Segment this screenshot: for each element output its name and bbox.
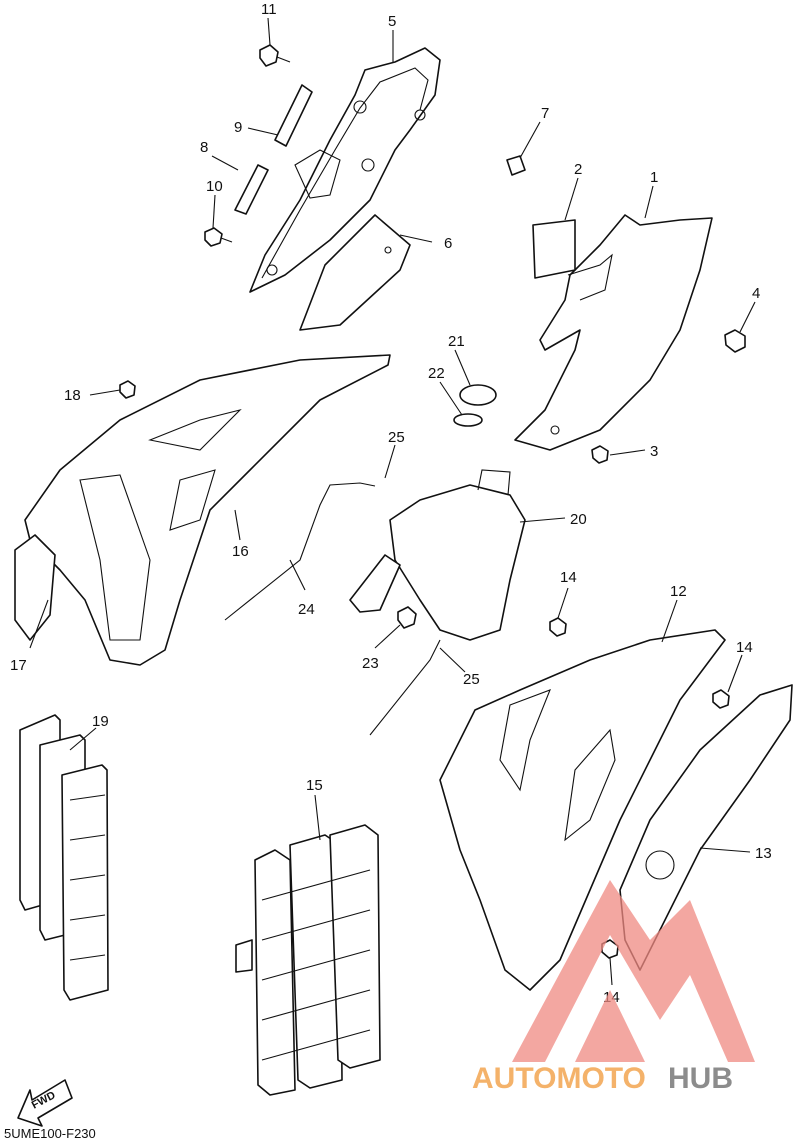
callout-23: 23 — [362, 655, 379, 672]
callout-14-a: 14 — [560, 569, 577, 586]
callout-18: 18 — [64, 387, 81, 404]
diagram-code: 5UME100-F230 — [4, 1126, 96, 1141]
part-1-hole — [550, 425, 560, 435]
part-10-bolt — [204, 227, 233, 247]
callout-3: 3 — [650, 443, 658, 460]
part-21-cap — [459, 384, 497, 406]
callout-20: 20 — [570, 511, 587, 528]
part-22-seal — [453, 413, 483, 427]
watermark-text-part2: HUB — [668, 1062, 733, 1095]
part-19-radiator-louver — [19, 714, 109, 1001]
part-7-grommet — [506, 155, 526, 176]
part-16-inner — [79, 474, 151, 641]
callout-12: 12 — [670, 583, 687, 600]
part-20-bracket — [349, 554, 401, 613]
callout-4: 4 — [752, 285, 760, 302]
callout-15: 15 — [306, 777, 323, 794]
callout-7: 7 — [541, 105, 549, 122]
part-20-reservoir-tank — [389, 484, 526, 641]
callout-16: 16 — [232, 543, 249, 560]
part-17-graphic — [14, 534, 56, 641]
watermark-triangle-outer — [512, 880, 755, 1062]
part-16-vent — [169, 469, 216, 531]
part-18-bolt — [119, 380, 136, 399]
part-14-bolt-b — [712, 689, 730, 709]
part-12-vent — [564, 728, 616, 842]
callout-11: 11 — [261, 1, 277, 18]
part-8-strip — [234, 164, 269, 215]
callout-19: 19 — [92, 713, 109, 730]
part-2-plate — [532, 219, 576, 279]
part-9-strip — [274, 84, 313, 147]
part-12-shroud — [439, 629, 726, 991]
callout-21: 21 — [448, 333, 465, 350]
callout-1: 1 — [650, 169, 658, 186]
part-1-side-cover — [514, 214, 713, 451]
part-1-bracket — [567, 253, 613, 301]
part-14-bolt-c — [601, 939, 619, 959]
callout-9: 9 — [234, 119, 242, 136]
part-13-emblem — [645, 850, 675, 880]
callout-25-b: 25 — [463, 671, 480, 688]
watermark-triangle-inner — [575, 990, 645, 1062]
callout-13: 13 — [755, 845, 772, 862]
part-6-filter-plate — [299, 214, 411, 331]
part-6-hole — [384, 246, 392, 254]
callout-17: 17 — [10, 657, 27, 674]
callout-labels: 11 5 9 8 10 7 6 2 1 4 3 18 21 22 25 20 1… — [10, 1, 772, 1006]
part-24-hose-lower — [369, 639, 441, 736]
callout-6: 6 — [444, 235, 452, 252]
fwd-arrow-icon: FWD — [17, 1079, 73, 1127]
part-4-bolt — [724, 329, 746, 353]
part-3-bolt — [591, 445, 609, 464]
watermark-text-part1: AUTOMOTO — [472, 1062, 646, 1095]
part-15-radiator-louver — [235, 824, 381, 1096]
part-16-fin — [148, 408, 242, 451]
part-5-side-cover — [249, 47, 441, 293]
callout-14-b: 14 — [736, 639, 753, 656]
part-24-hose — [224, 482, 376, 621]
part-11-bolt — [259, 44, 291, 67]
callout-2: 2 — [574, 161, 582, 178]
part-12-inner — [499, 689, 551, 792]
callout-10: 10 — [206, 178, 223, 195]
callout-8: 8 — [200, 139, 208, 156]
part-20-neck — [477, 469, 511, 496]
part-23-bolt — [397, 606, 417, 629]
part-16-shroud — [24, 354, 391, 666]
callout-24: 24 — [298, 601, 315, 618]
part-14-bolt-a — [549, 617, 567, 637]
callout-25-a: 25 — [388, 429, 405, 446]
watermark-logo-icon — [512, 880, 755, 1062]
leader-lines — [29, 17, 756, 986]
callout-5: 5 — [388, 13, 396, 30]
callout-22: 22 — [428, 365, 445, 382]
